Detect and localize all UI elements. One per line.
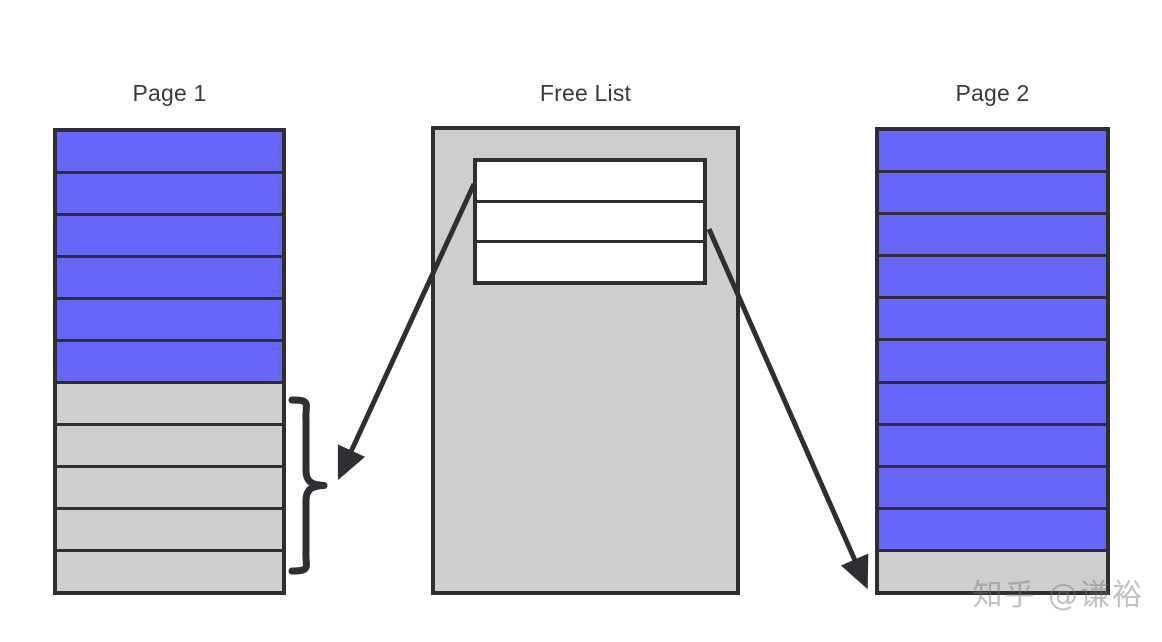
free-list-title: Free List bbox=[539, 80, 632, 106]
page-1-title: Page 1 bbox=[132, 80, 207, 106]
page-1-slot-9 bbox=[57, 468, 282, 510]
free-list-entry-3 bbox=[477, 243, 703, 282]
free-list-entry-1 bbox=[477, 162, 703, 203]
page-1-slot-2 bbox=[57, 174, 282, 216]
free-list-container bbox=[431, 126, 740, 595]
page-1-slot-8 bbox=[57, 426, 282, 468]
page-2-title: Page 2 bbox=[955, 80, 1030, 106]
page-2-slot-9 bbox=[879, 467, 1106, 510]
page-2-memory-column bbox=[875, 127, 1110, 595]
watermark: 知乎 @谦裕 bbox=[972, 578, 1144, 613]
page-1-slot-7 bbox=[57, 384, 282, 426]
page-2-slot-3 bbox=[879, 215, 1106, 258]
page-1-slot-10 bbox=[57, 510, 282, 552]
page-1-slot-3 bbox=[57, 216, 282, 258]
page-2-slot-10 bbox=[879, 509, 1106, 552]
page-1-slot-1 bbox=[57, 132, 282, 174]
page-2-slot-5 bbox=[879, 299, 1106, 342]
brace-page-1-free-slots bbox=[288, 396, 328, 575]
page-2-slot-4 bbox=[879, 257, 1106, 300]
page-2-slot-7 bbox=[879, 383, 1106, 426]
page-2-slot-6 bbox=[879, 341, 1106, 384]
page-2-slot-1 bbox=[879, 131, 1106, 174]
page-1-slot-5 bbox=[57, 300, 282, 342]
page-1-memory-column bbox=[53, 128, 286, 595]
free-list-entry-2 bbox=[477, 202, 703, 244]
page-2-slot-2 bbox=[879, 173, 1106, 216]
page-2-slot-11 bbox=[879, 551, 1106, 592]
page-1-slot-11 bbox=[57, 552, 282, 591]
page-1-slot-6 bbox=[57, 342, 282, 384]
free-list-entry-table bbox=[473, 158, 707, 285]
page-2-slot-8 bbox=[879, 425, 1106, 468]
page-1-slot-4 bbox=[57, 258, 282, 300]
